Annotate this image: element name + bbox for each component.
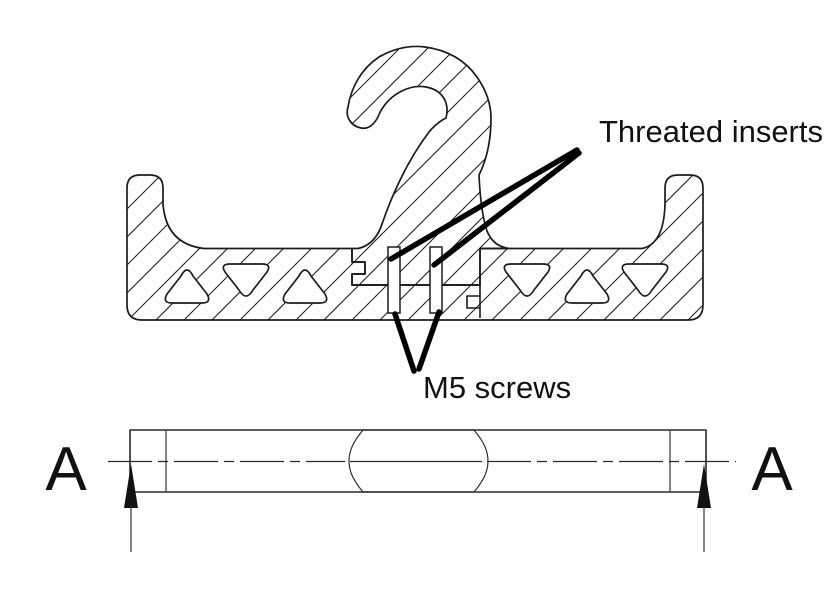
label-threaded-inserts: Threated inserts [599,114,823,149]
section-label-a-left: A [45,435,87,504]
section-arrow-left [124,464,138,508]
section-arrow-right [697,464,711,508]
leader-threaded-insert-right [431,150,582,268]
leader-m5-screw-right [416,309,442,372]
insert-pocket-lines [466,285,481,318]
crossbar-cross-section [126,174,704,321]
hook-cross-section [346,45,510,286]
section-label-a-right: A [751,435,793,504]
leader-m5-screw-left [392,311,417,374]
leader-threaded-insert-left [388,147,580,262]
hook-boss-outline [348,429,489,493]
label-m5-screws: M5 screws [423,370,571,405]
